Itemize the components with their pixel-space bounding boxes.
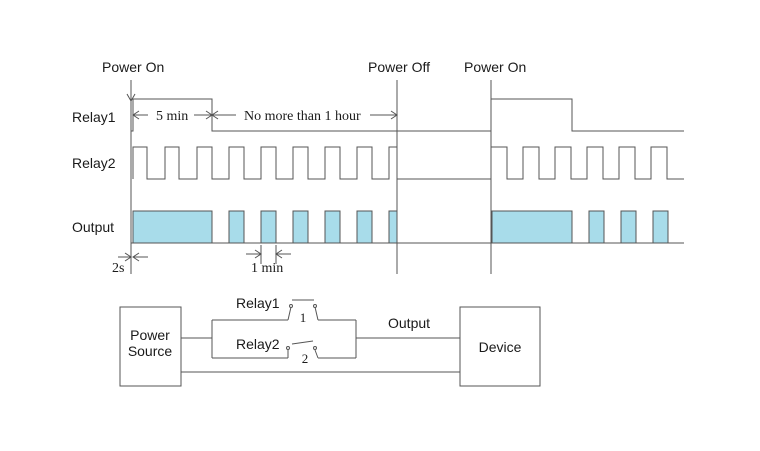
one-min-label: 1 min [251, 261, 283, 276]
power-on-arrow-icon [126, 80, 136, 103]
contact1-label: 1 [300, 310, 307, 325]
power-on-label-1: Power On [102, 59, 164, 75]
output-pulse [588, 210, 605, 244]
one-min-annotation: 1 min [246, 245, 291, 276]
five-min-annotation: 5 min [132, 109, 213, 124]
relay2-waveform [132, 146, 684, 180]
output-row-label: Output [72, 219, 114, 235]
power-source-label-line1: Power [130, 327, 170, 343]
two-sec-label: 2s [112, 261, 124, 276]
output-pulse [292, 210, 309, 244]
relay2-circuit-label: Relay2 [236, 336, 280, 352]
output-pulse [388, 210, 398, 244]
contact2-label: 2 [302, 351, 309, 366]
power-on-label-2: Power On [464, 59, 526, 75]
two-sec-annotation: 2s [112, 252, 148, 276]
output-pulse [356, 210, 373, 244]
output-pulses [132, 210, 669, 244]
power-off-label: Power Off [368, 59, 430, 75]
relay1-contact-icon [287, 299, 319, 321]
circuit-wires [181, 319, 460, 373]
output-pulse-restart [491, 210, 573, 244]
relay2-contact-icon [286, 340, 319, 359]
output-pulse [324, 210, 341, 244]
device-box [459, 306, 541, 387]
output-pulse [260, 210, 277, 244]
five-min-label: 5 min [156, 109, 188, 124]
output-pulse [620, 210, 637, 244]
output-pulse-initial [132, 210, 213, 244]
output-pulse [652, 210, 669, 244]
relay2-row-label: Relay2 [72, 155, 116, 171]
output-pulse [228, 210, 245, 244]
circuit-output-label: Output [388, 315, 430, 331]
max-hour-annotation: No more than 1 hour [211, 109, 398, 124]
power-source-label-line2: Source [128, 343, 173, 359]
relay1-circuit-label: Relay1 [236, 295, 280, 311]
relay1-row-label: Relay1 [72, 109, 116, 125]
max-hour-label: No more than 1 hour [244, 109, 361, 124]
power-source-box [119, 306, 182, 387]
device-label: Device [479, 339, 522, 355]
